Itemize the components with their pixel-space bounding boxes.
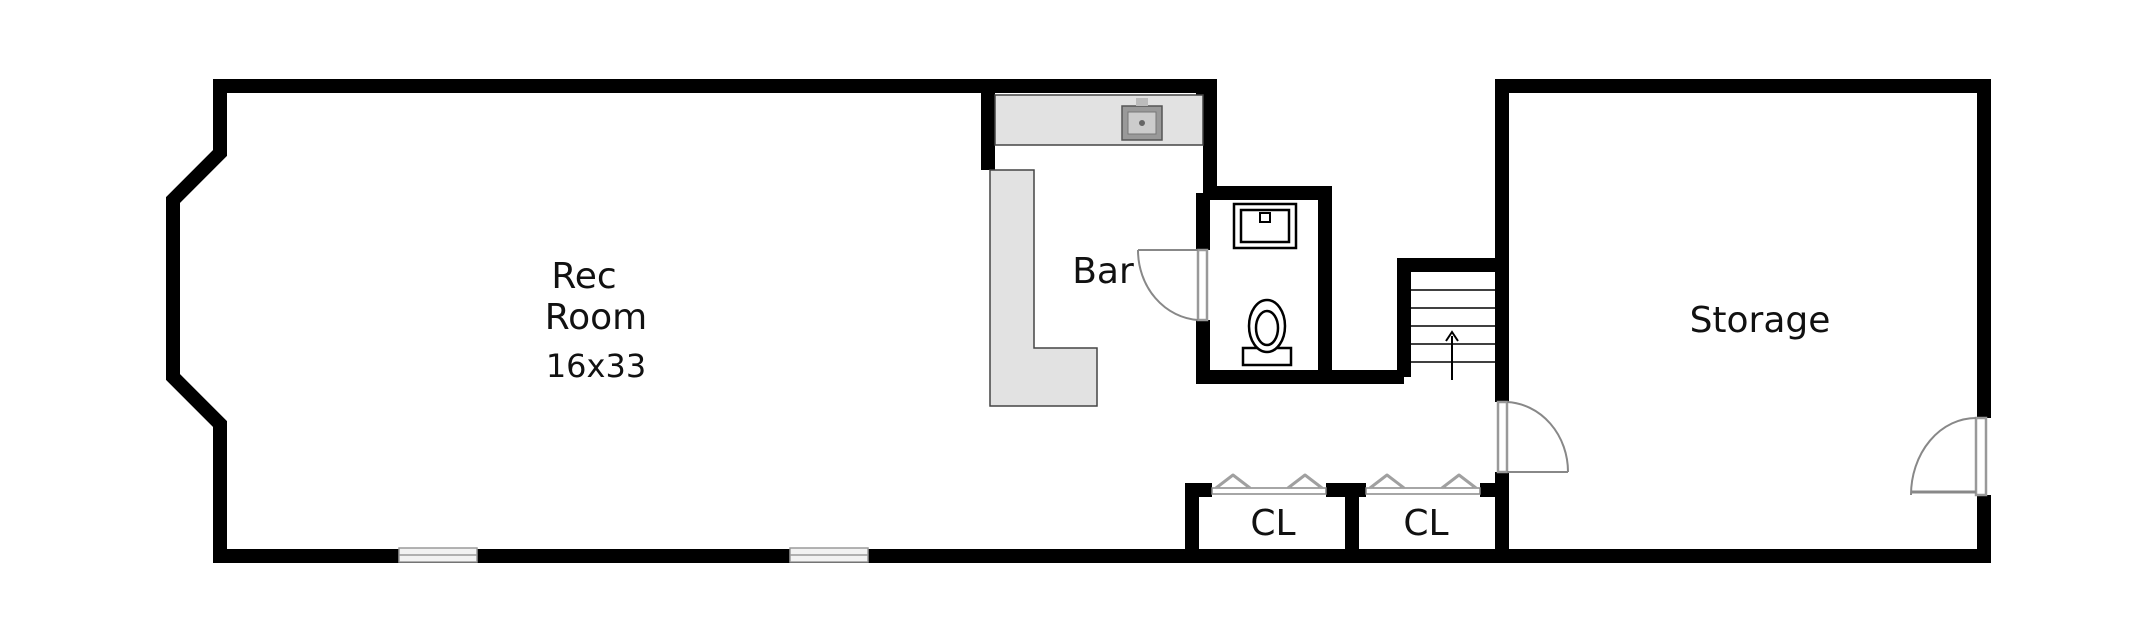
storage-label: Storage xyxy=(1690,300,1831,341)
storage-exterior-door xyxy=(1910,416,1988,497)
walls xyxy=(166,79,1991,563)
bathroom-door xyxy=(1136,248,1209,322)
storage-entry-door xyxy=(1496,400,1570,474)
rec-room-dimensions: 16x33 xyxy=(546,347,646,385)
rec-room-label-line1: Rec xyxy=(551,256,616,297)
bar-top-wall xyxy=(985,79,1217,195)
bathroom-fixtures xyxy=(1232,202,1298,367)
stairs xyxy=(1411,289,1495,380)
rec-room-label-line2: Room xyxy=(545,297,648,338)
doors xyxy=(1136,248,1988,497)
labels: Rec Room 16x33 Bar Storage CL CL xyxy=(545,251,1831,544)
toilet-icon xyxy=(1241,298,1293,367)
bar-counters xyxy=(989,94,1204,407)
rec-room-outer-wall xyxy=(166,79,1210,563)
closet-1-label: CL xyxy=(1250,503,1295,544)
windows xyxy=(398,547,869,563)
closet-doors xyxy=(1211,473,1481,495)
bar-back-counter xyxy=(994,94,1204,146)
bar-l-counter xyxy=(989,169,1098,407)
bar-label: Bar xyxy=(1072,251,1134,292)
bar-sink-icon xyxy=(1121,98,1163,141)
bathroom-sink-icon xyxy=(1232,202,1298,250)
closets-wall xyxy=(1185,483,1502,563)
closet-2-label: CL xyxy=(1403,503,1448,544)
